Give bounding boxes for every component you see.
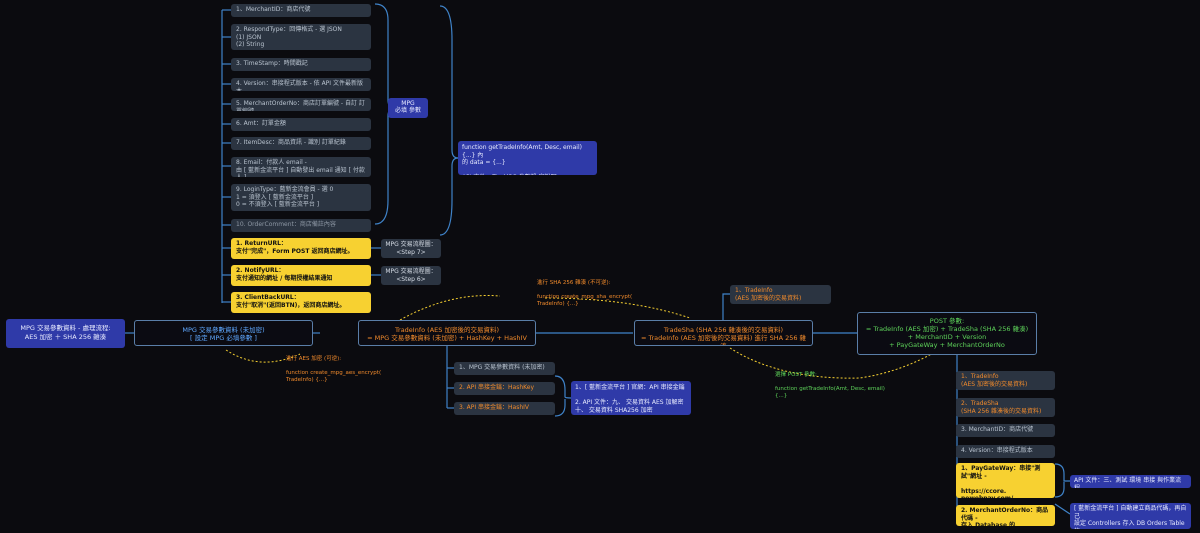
post-select-note: 選擇 POST 參數: function getTradeInfo(Amt, D…	[775, 372, 885, 399]
trade-child-hashkey: 2. API 串接金鑰：HashKey	[454, 382, 555, 395]
param-merchant-id: 1、MerchantID：商店代號	[231, 4, 371, 17]
api-key-note: 1、[ 藍新金流平台 ] 官網：API 串接金鑰 2. API 文件：九、 交易…	[571, 381, 691, 415]
param-version: 4. Version：串接程式版本 - 依 API 文件最新版本	[231, 78, 371, 91]
post-merchant-order-no: 2. MerchantOrderNo：商品代碼 - 存入 Database 的 …	[956, 505, 1055, 526]
post-child-merchant-id: 3. MerchantID：商店代號	[956, 424, 1055, 437]
function-note: function getTradeInfo(Amt, Desc, email) …	[458, 141, 597, 175]
post-paygateway: 1、PayGateWay：串接"測試"網址 - https://ccore. n…	[956, 463, 1055, 498]
step-7-label: MPG 交易流程圖： <Step 7>	[381, 239, 441, 258]
main-node: MPG 交易參數資料 (未加密) [ 設定 MPG 必填參數 ]	[134, 320, 313, 346]
api-doc-note: API 文件：三、測試 環境 串接 與作業流程	[1070, 475, 1191, 488]
trade-child-hashiv: 3. API 串接金鑰：HashIV	[454, 402, 555, 415]
post-child-trade-info: 1、TradeInfo (AES 加密後的交易資料)	[956, 371, 1055, 390]
param-respond-type: 2. RespondType：回傳格式 - 選 JSON (1) JSON (2…	[231, 24, 371, 50]
url-return: 1. ReturnURL： 支付"完成"，Form POST 返回商店網址。	[231, 238, 371, 259]
url-notify: 2. NotifyURL： 支付通知的網址 / 每期授權結果通知	[231, 265, 371, 286]
param-item-desc: 7. ItemDesc：商品資訊 - 識別 訂單紀錄	[231, 137, 371, 150]
param-timestamp: 3. TimeStamp：時間戳記	[231, 58, 371, 71]
trade-sha-child: 1、TradeInfo (AES 加密後的交易資料)	[730, 285, 831, 304]
trade-sha-node: TradeSha (SHA 256 雜湊後的交易資料) = TradeInfo …	[634, 320, 813, 346]
param-merchant-order-no: 5. MerchantOrderNo：商店訂單編號 - 自訂 訂單編號	[231, 98, 371, 111]
url-client-back: 3. ClientBackURL： 支付"取消"(返回BTN)，返回商店網址。	[231, 292, 371, 313]
param-amt: 6. Amt：訂單金額	[231, 118, 371, 131]
aes-encrypt-note: 進行 AES 加密 (可逆): function create_mpg_aes_…	[286, 356, 382, 383]
param-order-comment: 10. OrderComment：商店備註內容	[231, 219, 371, 232]
trade-child-unencrypted: 1、MPG 交易參數資料 (未加密)	[454, 362, 555, 375]
post-child-trade-sha: 2、TradeSha (SHA 256 雜湊後的交易資料)	[956, 398, 1055, 417]
trade-info-node: TradeInfo (AES 加密後的交易資料) = MPG 交易參數資料 (未…	[358, 320, 536, 346]
post-params-node: POST 參數: = TradeInfo (AES 加密) + TradeSha…	[857, 312, 1037, 355]
sha-encrypt-note: 進行 SHA 256 雜湊 (不可逆): function create_mpg…	[537, 280, 633, 307]
root-node: MPG 交易參數資料 - 處理流程: AES 加密 ＋ SHA 256 雜湊	[6, 319, 125, 348]
step-6-label: MPG 交易流程圖： <Step 6>	[381, 266, 441, 285]
param-email: 8. Email：付款人 email - 由 [ 藍新金流平台 ] 自動發出 e…	[231, 157, 371, 177]
post-child-version: 4. Version：串接程式版本	[956, 445, 1055, 458]
param-login-type: 9. LoginType：藍新金流會員 - 選 0 1 = 須登入 [ 藍新金流…	[231, 184, 371, 211]
required-badge: MPG 必填 參數	[388, 98, 428, 118]
db-note: [ 藍新金流平台 ] 自動建立商品代碼，再自己 設定 Controllers 存…	[1070, 503, 1191, 529]
